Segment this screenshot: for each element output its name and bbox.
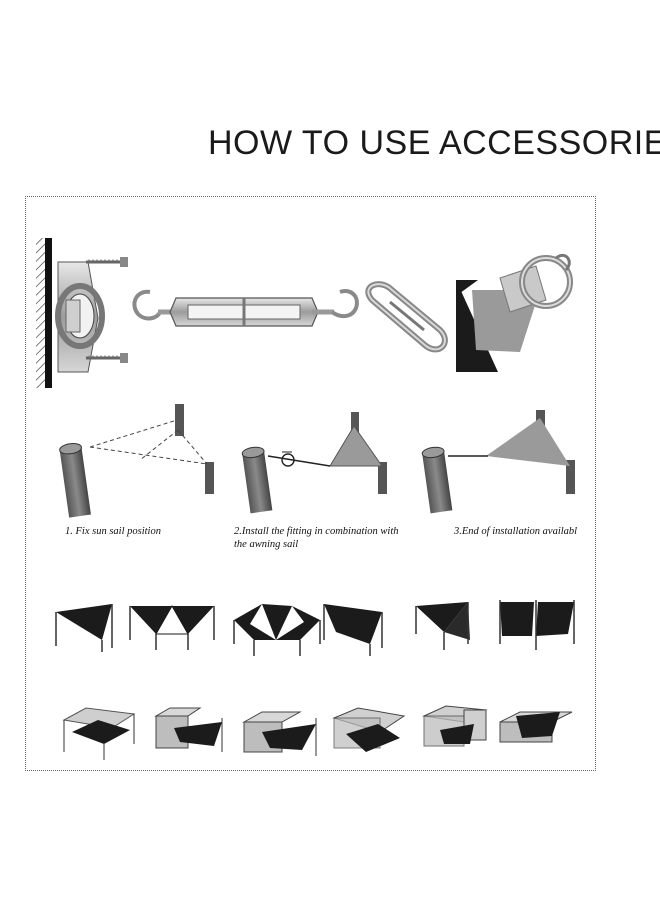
building-sail-3-icon [242, 711, 317, 756]
instruction-frame [25, 196, 596, 771]
sail-corner-ring-icon [456, 253, 573, 372]
screw-icon [86, 353, 128, 363]
step-1-illustration [59, 404, 214, 518]
wall-hatching [36, 238, 45, 388]
building-sail-2-icon [154, 707, 223, 752]
step-1-caption: 1. Fix sun sail position [65, 526, 161, 537]
snap-hook-icon [365, 281, 448, 353]
step-3-illustration [421, 410, 575, 514]
config-5-icon [415, 602, 470, 650]
config-4-icon [323, 604, 383, 656]
config-3-icon [233, 604, 321, 656]
turnbuckle-icon [132, 289, 359, 327]
wall-mount-group [36, 238, 52, 388]
page-title: HOW TO USE ACCESSORIES [208, 124, 660, 162]
screw-icon [86, 257, 128, 267]
step-2-caption: 2.Install the fitting in combination wit… [234, 525, 399, 551]
building-sail-1-icon [62, 707, 136, 760]
config-2-icon [129, 604, 215, 650]
building-sail-4-icon [332, 707, 406, 752]
pad-eye-plate-icon [55, 261, 105, 373]
config-1-icon [55, 604, 113, 652]
wall [45, 238, 52, 388]
building-sail-6-icon [499, 711, 573, 743]
config-6-icon [499, 600, 575, 650]
building-sail-5-icon [422, 705, 488, 747]
step-2-caption-line-1: 2.Install the fitting in combination wit… [234, 526, 399, 537]
step-2-caption-line-2: the awning sail [234, 539, 299, 550]
step-2-illustration [241, 412, 387, 514]
step-3-caption: 3.End of installation availabl [454, 526, 578, 537]
